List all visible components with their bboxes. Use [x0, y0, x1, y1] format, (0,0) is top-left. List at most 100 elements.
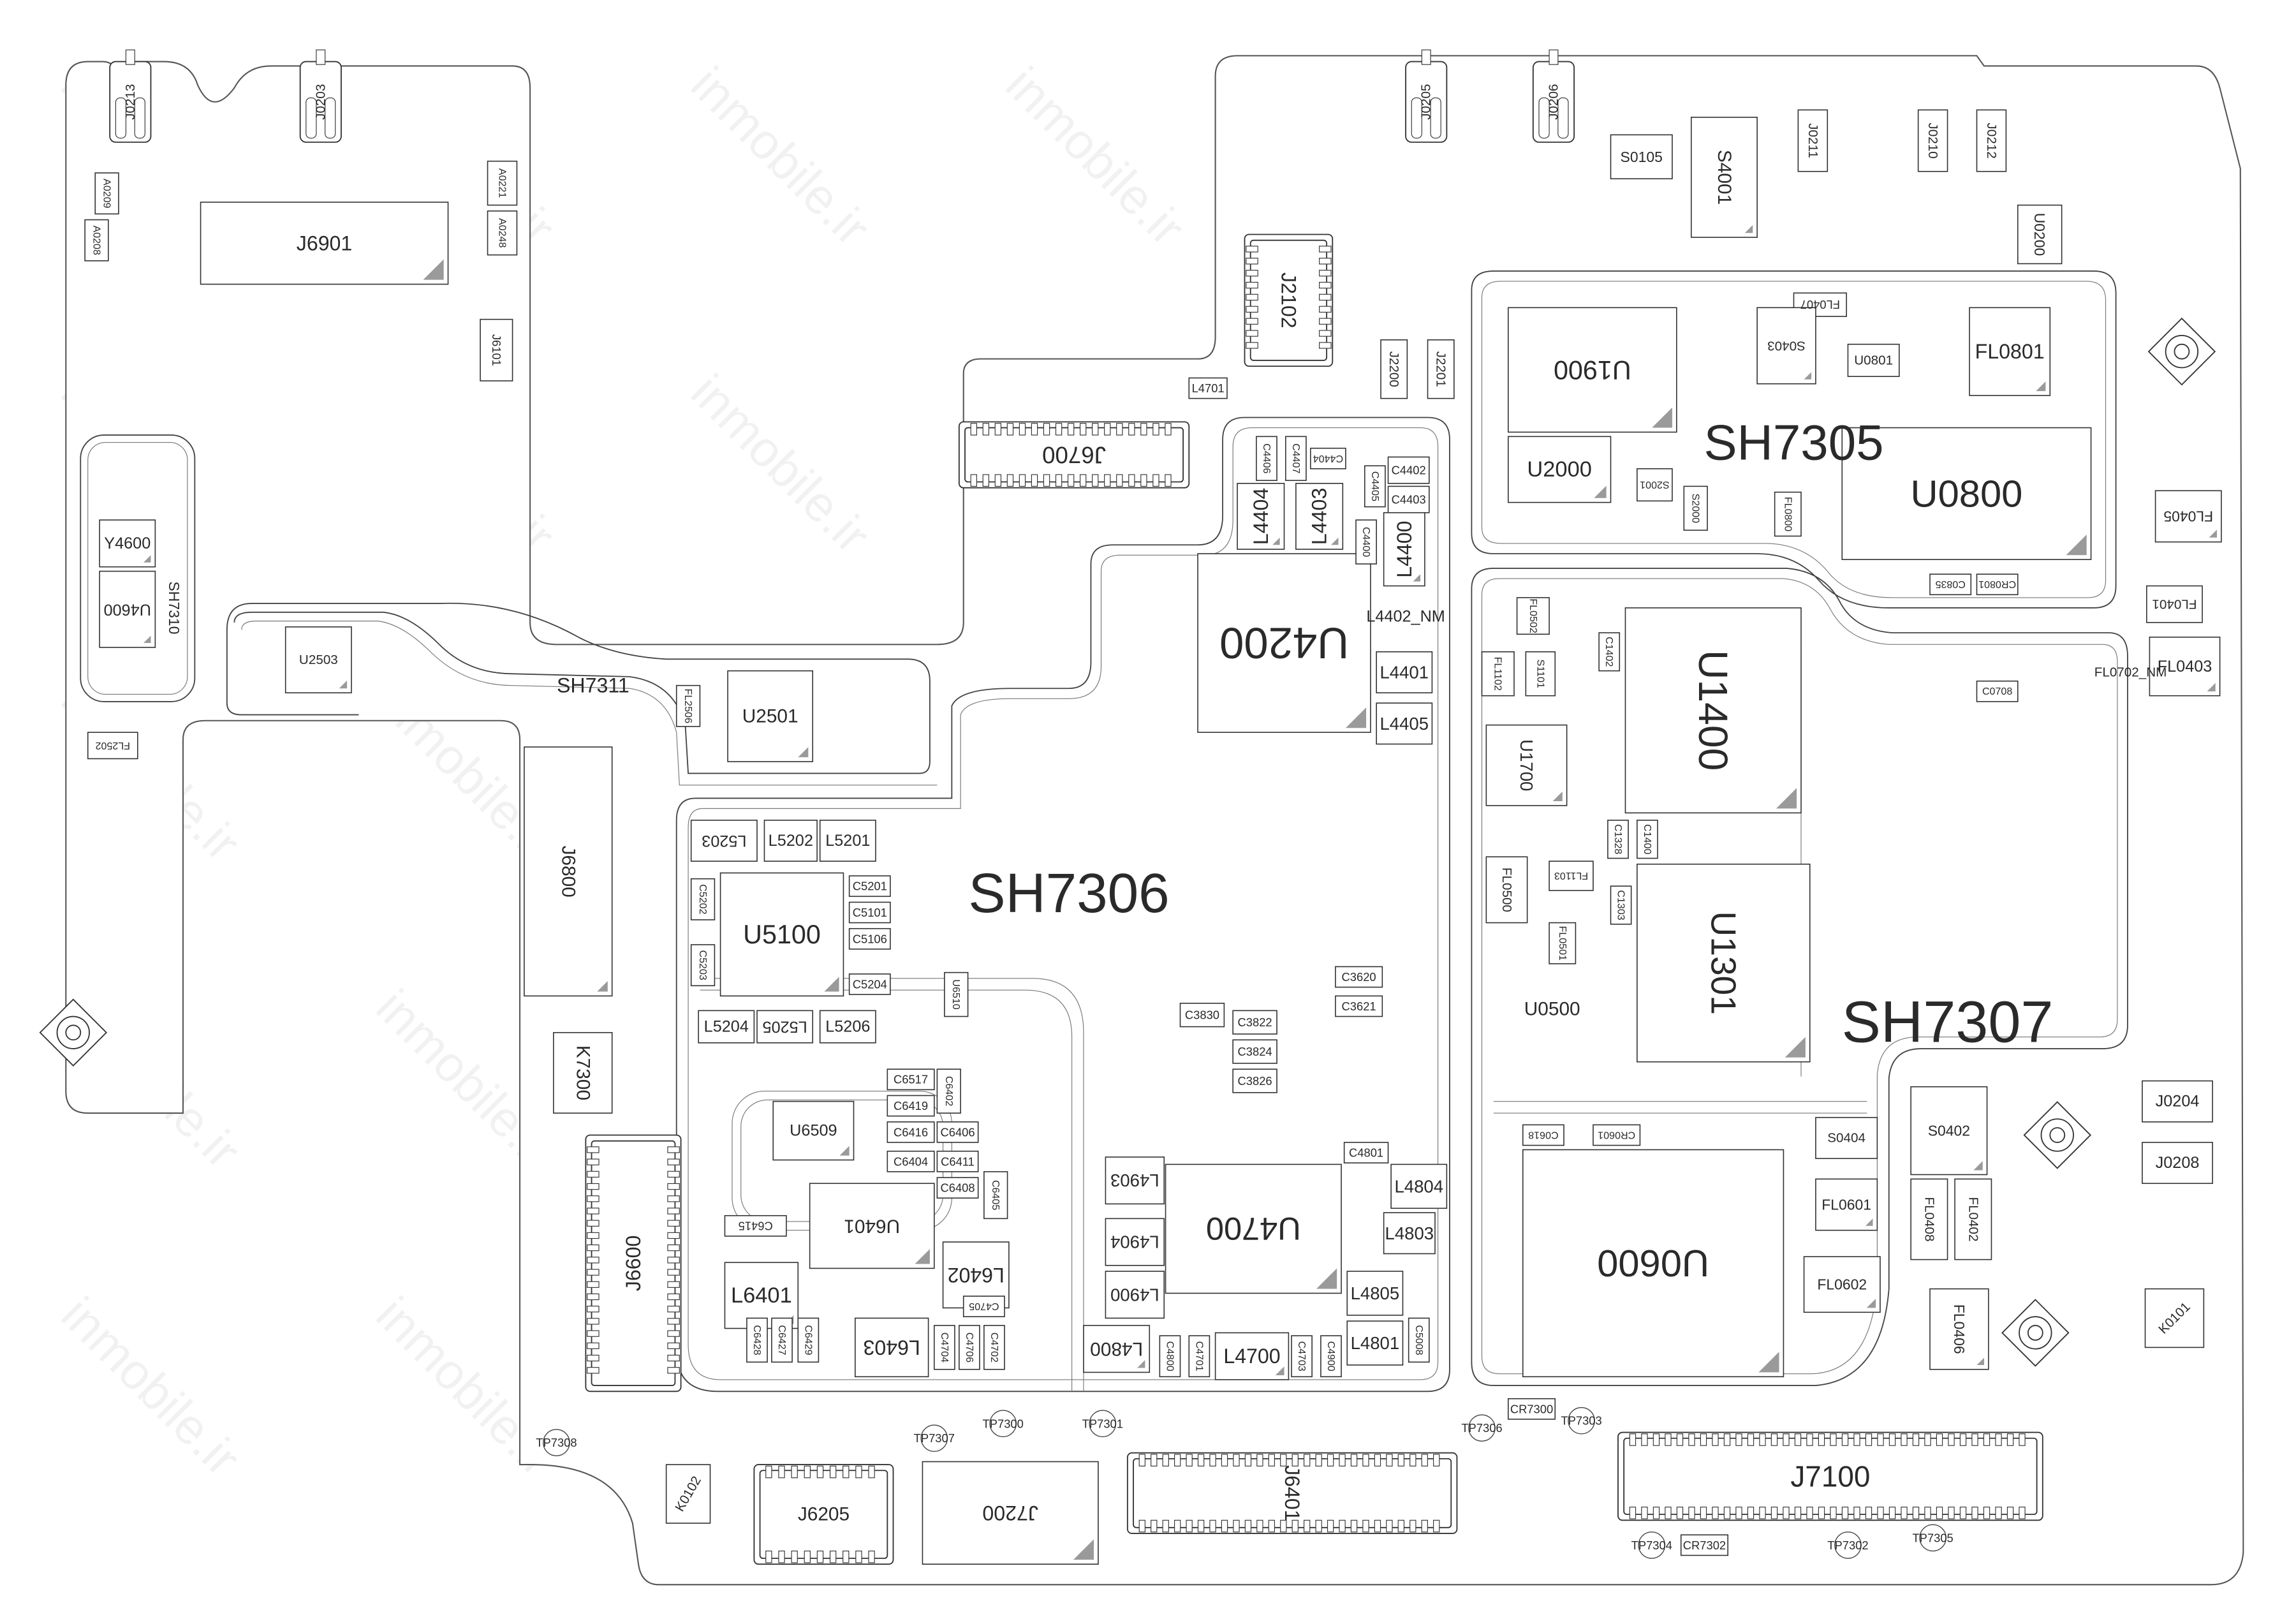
component-c4704: [933, 1325, 955, 1370]
component-j0213: [109, 49, 152, 143]
component-fl0402: [1954, 1178, 1992, 1260]
component-outline: [848, 927, 891, 950]
component-label-s4001: S4001: [1714, 150, 1735, 205]
connector-pin: [1924, 1433, 1931, 1446]
component-l4805: [1346, 1271, 1404, 1316]
component-outline: [1380, 339, 1408, 399]
component-outline: [944, 971, 969, 1017]
component-label-l5204: L5204: [704, 1018, 749, 1036]
component-s1101: [1525, 651, 1556, 697]
component-outline: [2149, 637, 2221, 697]
component-j6205: [753, 1464, 894, 1565]
component-outline: [959, 1325, 980, 1370]
component-fl0401: [2146, 585, 2203, 623]
component-outline: [1390, 1163, 1448, 1209]
connector-pin: [1186, 1454, 1193, 1466]
test-point-pad: [989, 1410, 1017, 1438]
component-label-a0208: A0208: [91, 225, 103, 255]
component-outline: [1376, 651, 1433, 693]
component-outline: [1346, 1320, 1404, 1366]
component-outline: [99, 519, 156, 568]
component-c4406: [1256, 436, 1277, 482]
connector-pin: [667, 1281, 680, 1288]
component-label-j2201: J2201: [1434, 351, 1448, 387]
component-label-j6901: J6901: [297, 232, 353, 255]
connector-pin: [1676, 1507, 1684, 1519]
component-label-u0800: U0800: [1910, 472, 2022, 515]
connector-pin: [1386, 1454, 1393, 1466]
pin1-marker-icon: [839, 1146, 850, 1156]
component-outline: [487, 160, 518, 206]
component-fl1102: [1481, 651, 1515, 697]
connector-pin: [1665, 1507, 1672, 1519]
connector-pin: [1116, 423, 1123, 436]
connector-pin: [667, 1146, 680, 1153]
component-c0835: [1929, 573, 1972, 596]
connector-pin: [1233, 1519, 1240, 1533]
component-outline: [2144, 1288, 2205, 1348]
connector-pin: [1165, 474, 1172, 487]
component-outline: [524, 746, 613, 997]
connector-pin: [1246, 318, 1258, 325]
component-outline: [1624, 607, 1802, 814]
component-u4700: [1165, 1163, 1342, 1294]
component-label-fl0801: FL0801: [1975, 340, 2045, 363]
connector-pin: [667, 1244, 680, 1252]
component-l5203: [690, 820, 758, 862]
component-layer: [84, 49, 2222, 1565]
rf-jack-pad: [325, 97, 336, 139]
component-label-c6408: C6408: [940, 1181, 975, 1195]
connector-pin: [1865, 1507, 1873, 1519]
component-label-l4402-nm: L4402_NM: [1366, 608, 1445, 626]
connector-pin: [1116, 474, 1123, 487]
component-outline: [887, 1121, 935, 1143]
component-outline: [1929, 1288, 1989, 1370]
component-label-c6405: C6405: [990, 1180, 1001, 1210]
component-label-cr0601: CR0601: [1598, 1129, 1635, 1141]
component-label-c6429: C6429: [802, 1325, 814, 1355]
connector-pin: [1350, 1519, 1358, 1533]
component-label-l4405: L4405: [1380, 714, 1429, 734]
connector-pin: [587, 1146, 600, 1153]
pin1-marker-icon: [2066, 535, 2087, 556]
connector-pin: [765, 1550, 772, 1563]
component-outline: [724, 1215, 787, 1237]
component-outline: [1335, 995, 1383, 1017]
component-label-c6406: C6406: [940, 1125, 975, 1139]
component-c5201: [848, 875, 891, 897]
connector-pin: [1151, 1519, 1158, 1533]
connector-pin: [1971, 1433, 1978, 1446]
connector-pin: [1327, 1454, 1334, 1466]
component-label-s0105: S0105: [1621, 149, 1663, 165]
pin1-marker-icon: [1804, 372, 1812, 380]
component-label-j6700: J6700: [1042, 442, 1106, 468]
pin1-marker-icon: [1413, 574, 1421, 582]
connector-pin: [1233, 1454, 1240, 1466]
connector-pin: [1138, 1454, 1145, 1466]
pin1-marker-icon: [2036, 381, 2046, 392]
connector-pin: [1319, 281, 1332, 289]
connector-pin: [667, 1269, 680, 1276]
connector-pin: [667, 1257, 680, 1264]
component-outline: [809, 1183, 935, 1269]
component-outline: [1165, 1163, 1342, 1294]
component-label-j2200: J2200: [1387, 351, 1401, 387]
component-j0212: [1976, 109, 2007, 172]
rf-jack-tab: [1421, 49, 1431, 65]
connector-pin: [1246, 270, 1258, 277]
connector-pin: [1759, 1507, 1766, 1519]
component-label-j7100: J7100: [1790, 1459, 1870, 1493]
component-tp7300: [989, 1410, 1017, 1438]
component-outline: [772, 1100, 855, 1161]
component-c3826: [1232, 1068, 1277, 1093]
connector-pin: [1268, 1519, 1275, 1533]
connector-pin: [1818, 1433, 1825, 1446]
component-label-a0221: A0221: [497, 168, 508, 198]
connector-pin: [1067, 474, 1075, 487]
connector-pin: [804, 1465, 811, 1479]
component-outline: [1237, 483, 1285, 550]
component-l4904: [1105, 1218, 1165, 1266]
component-fl0403: [2149, 637, 2221, 697]
component-s0402: [1910, 1086, 1988, 1176]
component-outline: [1387, 485, 1430, 513]
